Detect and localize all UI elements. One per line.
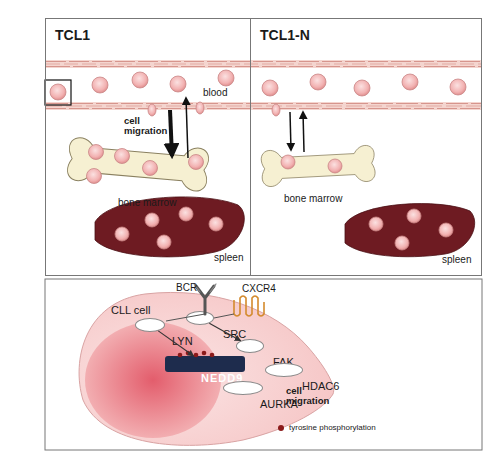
tissue-cell bbox=[439, 223, 453, 237]
region-label: bone marrow bbox=[118, 198, 198, 209]
blood-cell bbox=[170, 76, 186, 92]
cell-membrane bbox=[79, 292, 334, 445]
tissue-cell bbox=[189, 155, 204, 170]
blood-cell bbox=[92, 77, 108, 93]
migration-arrow bbox=[186, 98, 188, 158]
region-label: blood bbox=[203, 88, 243, 99]
blood-cell bbox=[402, 74, 418, 90]
migration-arrow bbox=[170, 110, 172, 156]
node-text: SRC bbox=[223, 328, 246, 340]
tissue-cell bbox=[145, 213, 159, 227]
node-text: LYN bbox=[172, 335, 193, 347]
bcr-symbol bbox=[194, 284, 216, 292]
tissue-cell bbox=[157, 235, 171, 249]
vessel-line bbox=[46, 66, 481, 67]
blood-cell bbox=[354, 80, 370, 96]
protein-oval: SRC bbox=[186, 311, 214, 325]
blood-cell bbox=[50, 84, 66, 100]
protein-oval: LYN bbox=[135, 318, 165, 332]
spleen-shape bbox=[95, 197, 244, 257]
blood-cell bbox=[450, 79, 466, 95]
legend-swatch bbox=[278, 425, 284, 431]
vessel-line bbox=[46, 61, 481, 62]
tissue-cell bbox=[369, 217, 383, 231]
tissue-cell bbox=[143, 161, 158, 176]
tissue-cell bbox=[87, 169, 102, 184]
blood-cell bbox=[218, 70, 234, 86]
blood-cells bbox=[50, 70, 466, 116]
legend-entry: tyrosine phosphorylation bbox=[278, 423, 376, 432]
vessel-line bbox=[46, 106, 481, 107]
tissue-cell bbox=[179, 207, 193, 221]
vessel-wall bbox=[46, 60, 481, 110]
vessel-line bbox=[46, 64, 481, 65]
protein-oval: HDAC6 bbox=[265, 363, 303, 377]
tissue-cell bbox=[281, 155, 295, 169]
tissue-cell bbox=[89, 145, 104, 160]
node-text: HDAC6 bbox=[302, 380, 339, 392]
vessel-wall bbox=[46, 60, 481, 68]
protein-oval: FAK bbox=[236, 339, 264, 353]
organ-label: spleen bbox=[442, 255, 478, 266]
node-text: TCL1 bbox=[55, 27, 90, 43]
tissue-cell bbox=[115, 227, 129, 241]
protein-box: NEDD9 bbox=[165, 356, 245, 372]
receptor-label: BCR bbox=[176, 283, 202, 294]
panel-box: TCL1 bbox=[45, 18, 251, 276]
node-text: CLL cell bbox=[111, 304, 150, 316]
migrating-cell bbox=[148, 104, 156, 116]
organ-label: spleen bbox=[214, 253, 250, 264]
migrating-cell bbox=[272, 104, 280, 116]
migration-arrow bbox=[303, 112, 304, 152]
tissue-cell bbox=[209, 217, 223, 231]
tissue-cell bbox=[407, 209, 421, 223]
panel-frame bbox=[45, 279, 482, 450]
bone-shape bbox=[67, 137, 210, 192]
vessel-line bbox=[46, 108, 481, 109]
tissue-cell bbox=[115, 149, 130, 164]
vessel-wall bbox=[46, 102, 481, 110]
bone-shape bbox=[261, 145, 376, 187]
legend-text: tyrosine phosphorylation bbox=[289, 423, 376, 432]
protein-oval: AURKA bbox=[223, 381, 263, 395]
region-label: bone marrow bbox=[284, 194, 364, 205]
tissue-cell bbox=[395, 236, 409, 250]
panel-box: TCL1-N bbox=[250, 18, 482, 276]
tissue-cells bbox=[87, 145, 454, 251]
process-label: cell migration bbox=[286, 386, 334, 406]
node-text: TCL1-N bbox=[260, 27, 310, 43]
inset-box bbox=[45, 80, 71, 105]
blood-cell bbox=[310, 74, 326, 90]
tissue-cell bbox=[328, 159, 342, 173]
receptor-label: CXCR4 bbox=[242, 284, 282, 295]
migrating-cell bbox=[196, 102, 204, 114]
blood-cell bbox=[132, 72, 148, 88]
migration-arrow bbox=[290, 112, 291, 150]
cell-nucleus bbox=[85, 322, 221, 438]
spleen-shape bbox=[345, 204, 475, 257]
process-label: cell migration bbox=[124, 116, 168, 136]
vessel-line bbox=[46, 103, 481, 104]
blood-cell bbox=[262, 80, 278, 96]
